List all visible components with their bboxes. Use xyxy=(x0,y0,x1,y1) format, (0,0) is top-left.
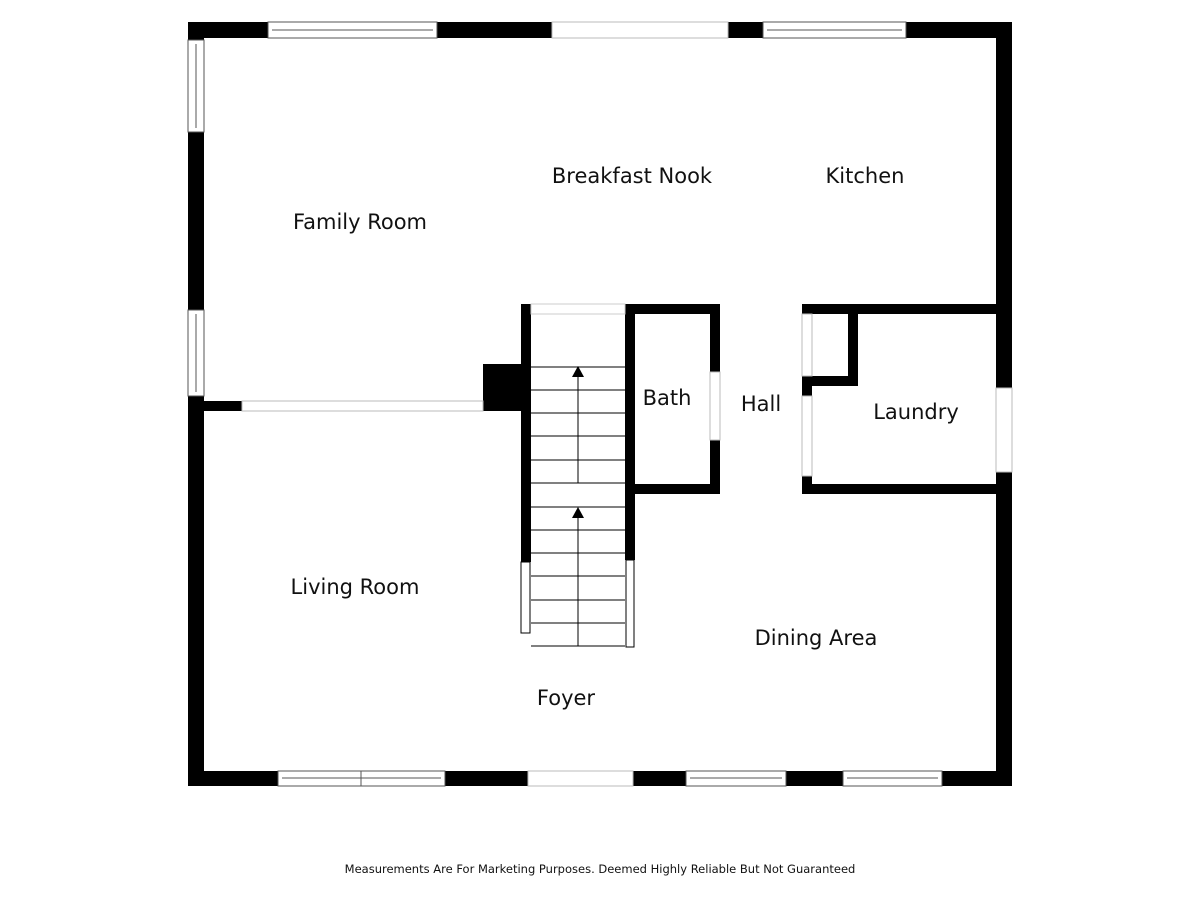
stair-railings xyxy=(520,559,635,648)
windows xyxy=(187,21,943,787)
room-labels: Family Room Breakfast Nook Kitchen Bath … xyxy=(291,164,959,710)
openings xyxy=(241,21,1013,787)
interior-walls xyxy=(204,304,996,562)
room-label-bath: Bath xyxy=(643,386,692,410)
disclaimer-text: Measurements Are For Marketing Purposes.… xyxy=(344,862,856,876)
stair-arrow-lower-icon xyxy=(572,507,584,518)
room-label-breakfast-nook: Breakfast Nook xyxy=(552,164,713,188)
room-label-kitchen: Kitchen xyxy=(826,164,905,188)
room-label-foyer: Foyer xyxy=(537,686,596,710)
exterior-walls xyxy=(188,22,1012,786)
room-label-laundry: Laundry xyxy=(873,400,959,424)
room-label-family-room: Family Room xyxy=(293,210,427,234)
stair-arrow-upper-icon xyxy=(572,366,584,377)
staircase xyxy=(531,366,625,647)
room-label-hall: Hall xyxy=(741,392,781,416)
room-label-dining-area: Dining Area xyxy=(755,626,878,650)
room-label-living-room: Living Room xyxy=(291,575,420,599)
